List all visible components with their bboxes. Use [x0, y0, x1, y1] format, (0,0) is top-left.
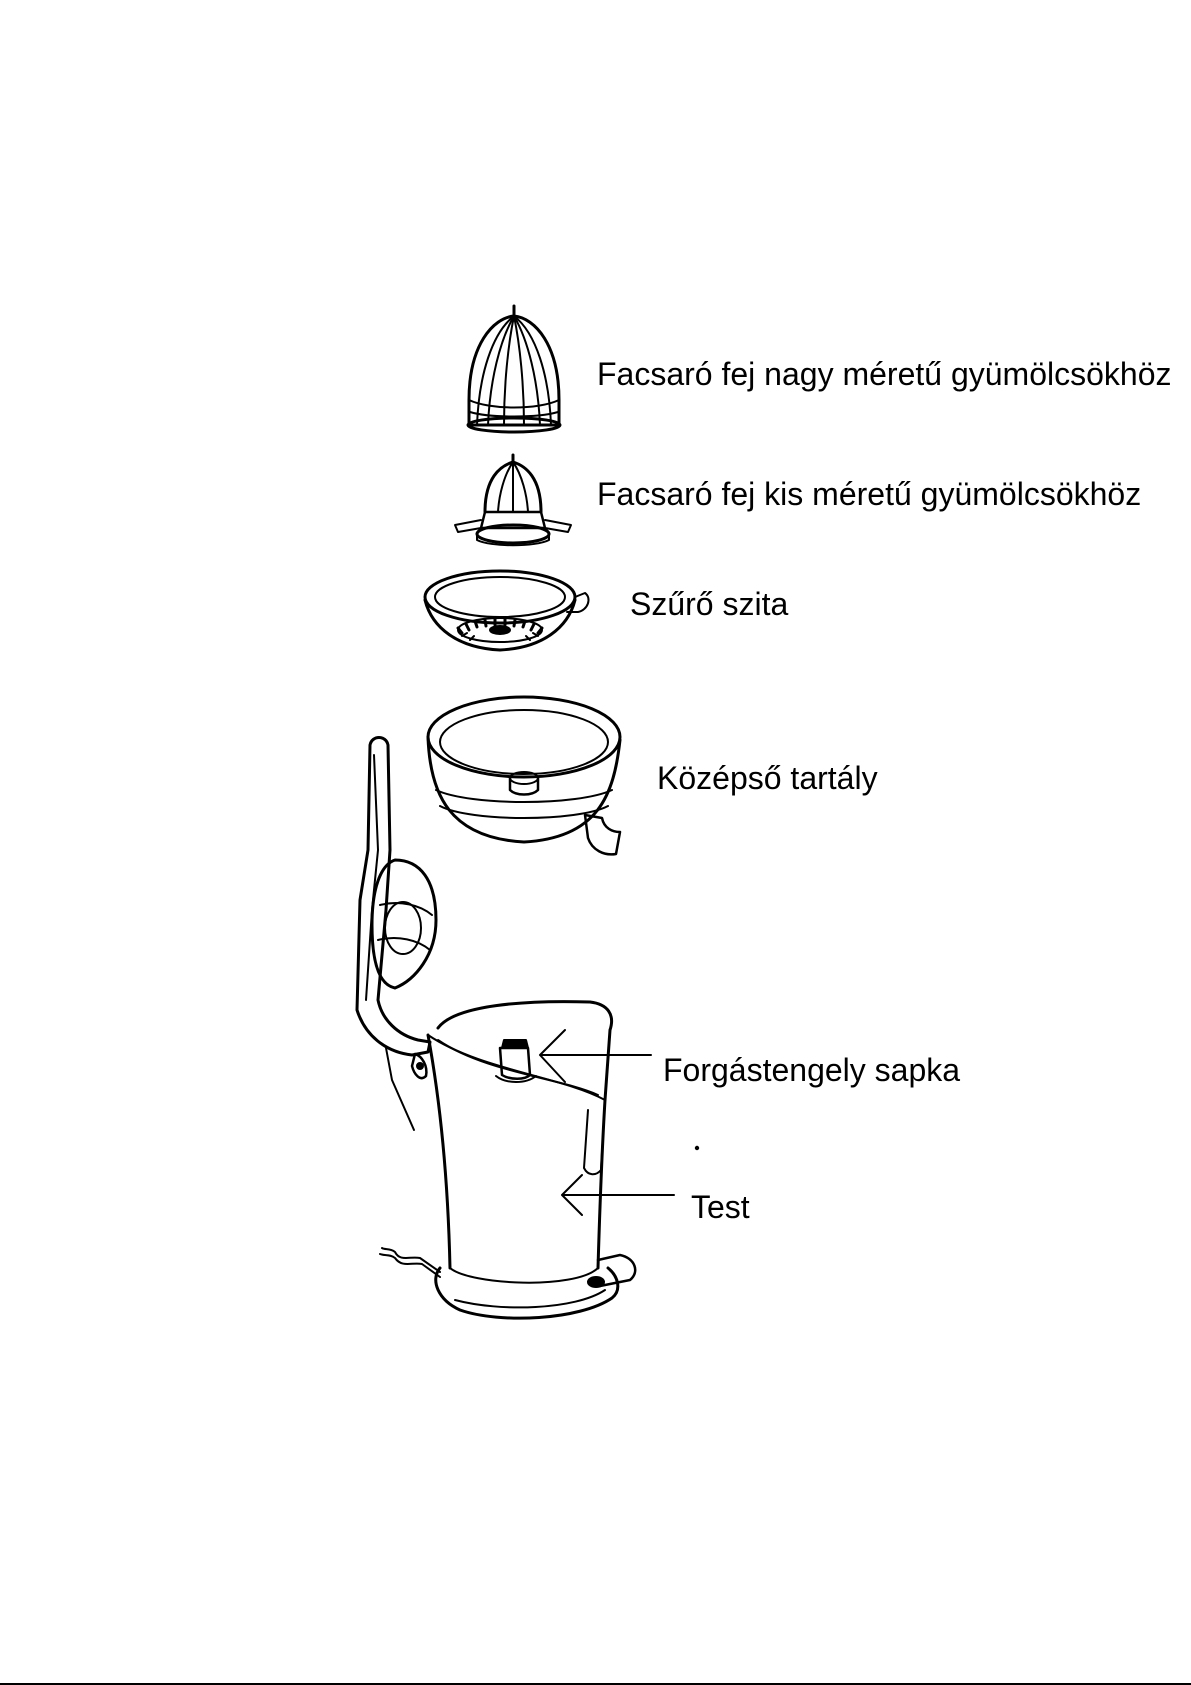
- small-reamer-illustration: [455, 455, 571, 545]
- strainer-sieve-label: Szűrő szita: [630, 585, 788, 623]
- spindle-cap-label: Forgástengely sapka: [663, 1051, 960, 1089]
- large-reamer-illustration: [468, 306, 560, 432]
- middle-container-illustration: [428, 697, 620, 854]
- body-leader: [562, 1175, 674, 1215]
- small-reamer-label: Facsaró fej kis méretű gyümölcsökhöz: [597, 475, 1141, 513]
- strainer-sieve-illustration: [425, 571, 589, 650]
- spindle-cap-leader: [540, 1030, 651, 1082]
- motor-body-label: Test: [691, 1188, 750, 1226]
- motor-body-illustration: [380, 1002, 635, 1319]
- large-reamer-label: Facsaró fej nagy méretű gyümölcsökhöz: [597, 355, 1171, 393]
- middle-container-label: Középső tartály: [657, 759, 878, 797]
- lid-arm-illustration: [357, 738, 436, 1131]
